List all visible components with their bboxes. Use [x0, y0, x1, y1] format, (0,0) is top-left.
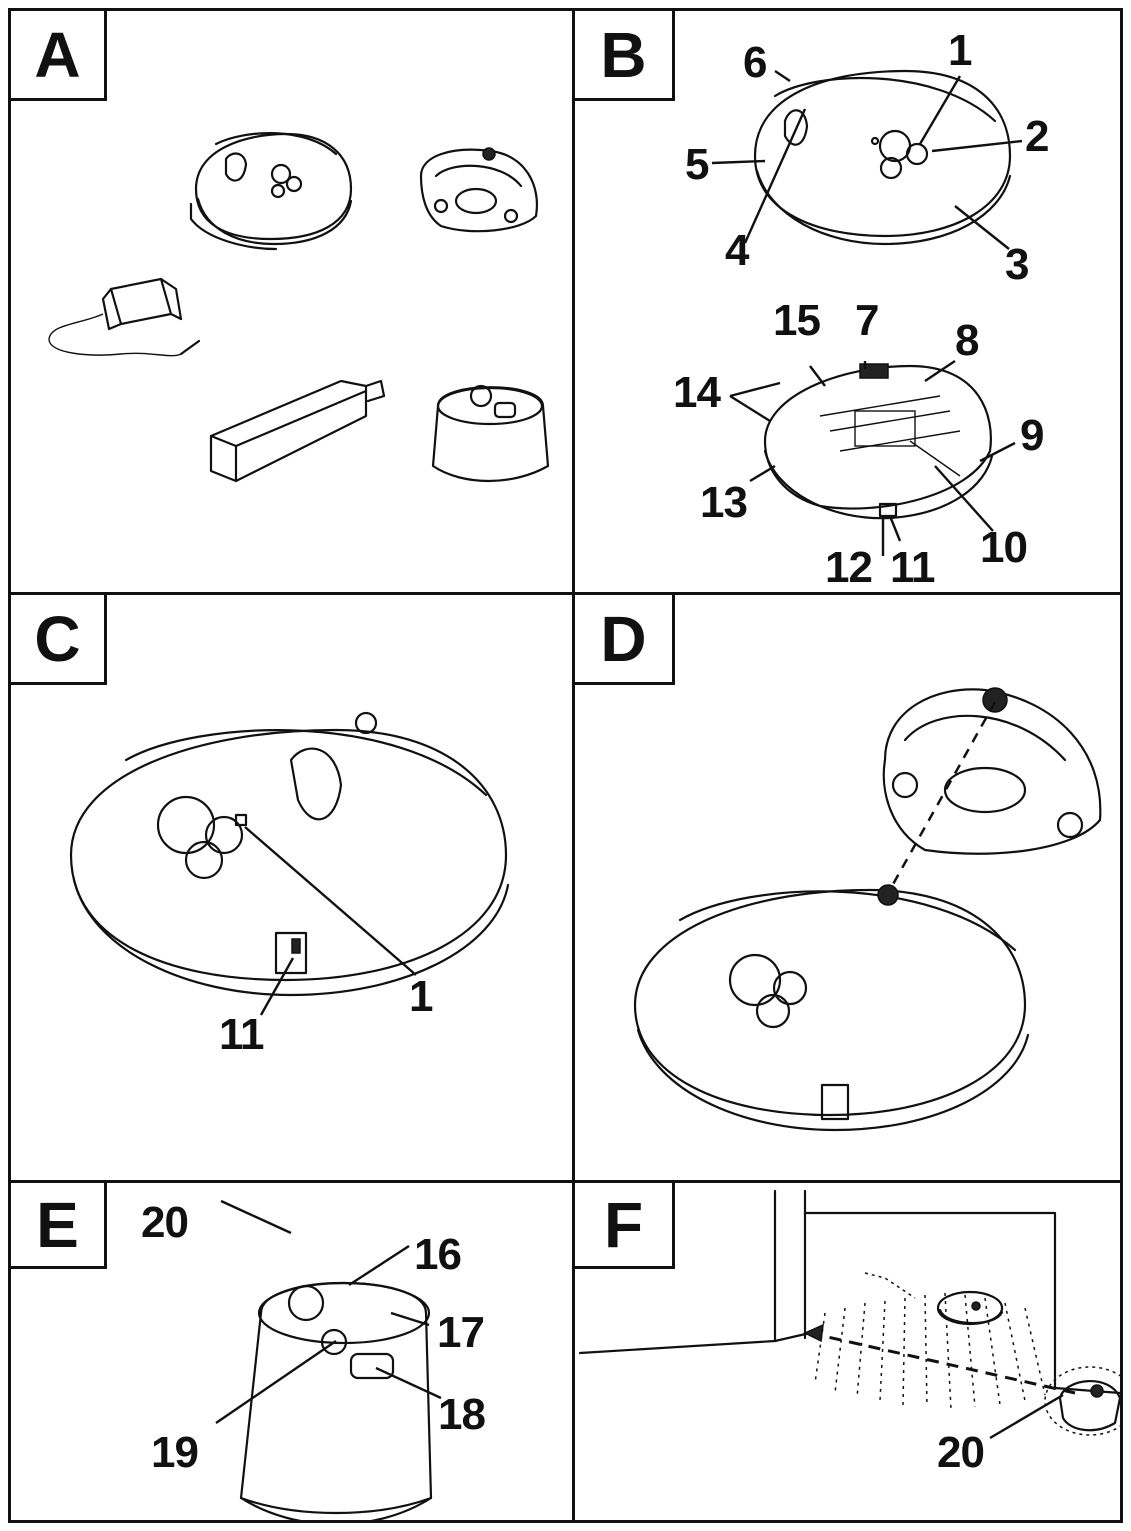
charging-base-drawing	[431, 384, 550, 483]
callout-b-9: 9	[1020, 411, 1045, 460]
panel-d-letter: D	[600, 602, 647, 675]
charging-base-closeup-drawing	[239, 1281, 433, 1520]
panel-b: B	[572, 8, 1123, 596]
callout-b-7: 7	[855, 296, 880, 345]
callout-e-16: 16	[414, 1230, 462, 1279]
panel-b-letter: B	[600, 18, 647, 91]
callout-b-13: 13	[700, 478, 748, 527]
callout-b-5: 5	[685, 140, 710, 189]
panel-c-illustration	[69, 711, 510, 1016]
panel-c: C 1 11	[8, 592, 576, 1184]
panel-e-label-box: E	[11, 1183, 107, 1269]
robot-top-view-drawing	[753, 69, 1012, 246]
callout-b-14: 14	[673, 368, 721, 417]
callout-b-2: 2	[1025, 112, 1050, 161]
callout-b-12: 12	[825, 543, 873, 592]
panel-d-illustration	[633, 687, 1102, 1132]
panel-f-illustration	[578, 1189, 1120, 1440]
callout-f-20: 20	[937, 1428, 985, 1477]
callout-e-18: 18	[438, 1390, 486, 1439]
panel-e-illustration	[215, 1199, 442, 1520]
panel-a: A	[8, 8, 576, 596]
panel-d: D	[572, 592, 1123, 1184]
beam-spread	[814, 1292, 1046, 1410]
robot-in-room-drawing	[936, 1290, 1004, 1326]
panel-d-label-box: D	[575, 595, 675, 685]
callout-e-20: 20	[141, 1198, 189, 1247]
panel-c-label-box: C	[11, 595, 107, 685]
virtual-wall-drawing	[419, 147, 538, 233]
callout-b-8: 8	[955, 316, 980, 365]
callout-c-1: 1	[409, 972, 434, 1021]
callout-e-17: 17	[437, 1308, 485, 1357]
robot-closeup-drawing	[69, 711, 510, 997]
panel-f: F	[572, 1180, 1123, 1523]
robot-interior-view-drawing	[763, 363, 994, 520]
alignment-dash-line	[885, 701, 997, 896]
panel-a-label-box: A	[11, 11, 107, 101]
charger-adapter-drawing	[48, 277, 201, 357]
robot-docking-drawing	[633, 884, 1030, 1132]
panel-f-label-box: F	[575, 1183, 675, 1269]
virtual-beam-arrow	[809, 1331, 1076, 1395]
panel-b-label-box: B	[575, 11, 675, 101]
callout-b-4: 4	[725, 226, 750, 275]
panel-f-letter: F	[603, 1188, 644, 1261]
callout-leaders-e	[215, 1199, 442, 1424]
callout-b-11: 11	[890, 543, 936, 592]
robot-vacuum-drawing	[189, 132, 353, 251]
virtual-wall-lifted-drawing	[882, 687, 1102, 855]
room-scene-drawing	[578, 1189, 1120, 1440]
callout-b-15: 15	[773, 296, 821, 345]
callout-b-1: 1	[948, 26, 973, 75]
panel-a-illustration	[48, 132, 550, 483]
battery-pack-drawing	[209, 379, 386, 483]
callout-b-10: 10	[980, 523, 1028, 572]
callout-b-6: 6	[743, 38, 768, 87]
callout-e-19: 19	[151, 1428, 199, 1477]
callout-leaders-b	[711, 70, 1023, 556]
panel-c-letter: C	[34, 602, 81, 675]
panel-b-illustration	[711, 69, 1023, 556]
callout-c-11: 11	[219, 1010, 265, 1059]
panel-e: E 16 17 18 19 20	[8, 1180, 576, 1523]
virtual-wall-in-room-drawing	[1044, 1366, 1120, 1436]
callout-b-3: 3	[1005, 240, 1030, 289]
leader-f-20	[989, 1393, 1064, 1440]
leader-c-1	[244, 826, 417, 976]
panel-a-letter: A	[34, 18, 81, 91]
panel-e-letter: E	[36, 1188, 79, 1261]
leader-c-11	[259, 957, 295, 1016]
